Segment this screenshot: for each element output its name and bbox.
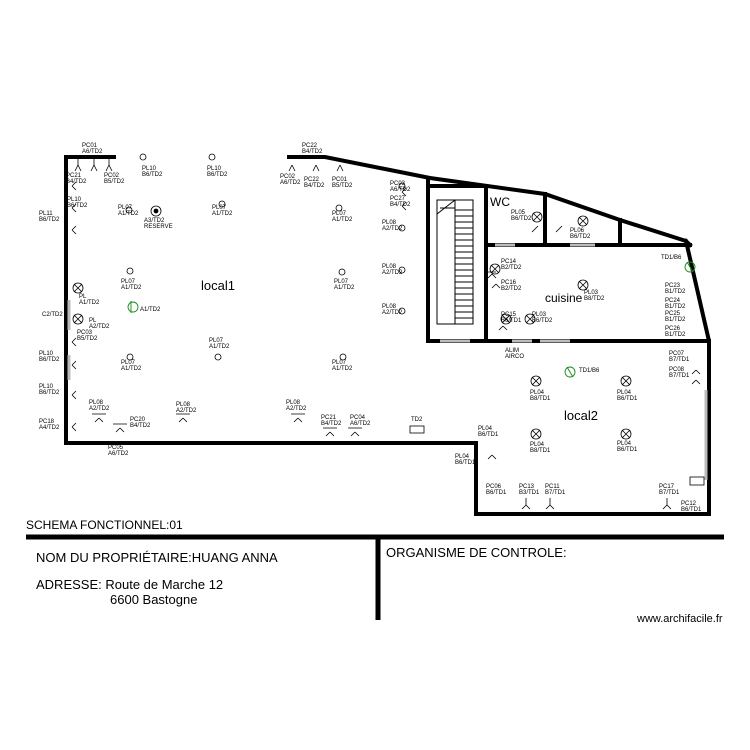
electrical-symbols — [71, 153, 705, 510]
lamp-icon — [72, 205, 632, 440]
room-local1: local1 — [201, 278, 235, 293]
control-organism: ORGANISME DE CONTROLE: — [386, 545, 567, 560]
socket-icon — [71, 158, 701, 510]
circuit-label: A1/TD2 — [140, 307, 161, 313]
address-line-1: ADRESSE: Route de Marche 12 — [36, 577, 224, 592]
owner-name: NOM DU PROPRIÉTAIRE:HUANG ANNA — [36, 550, 278, 565]
address-line-2: 6600 Bastogne — [110, 592, 198, 607]
circuit-label: C2/TD2 — [42, 312, 63, 318]
circuit-label: TD1/B6 — [579, 368, 600, 374]
circuit-label: TD1/B6 — [661, 255, 682, 261]
room-cuisine: cuisine — [545, 291, 583, 305]
room-local2: local2 — [564, 408, 598, 423]
title-block-lines — [26, 534, 724, 620]
room-wc: WC — [490, 195, 510, 209]
website-link[interactable]: www.archifacile.fr — [637, 613, 723, 625]
panel-icon — [409, 225, 705, 486]
light-point-icon — [125, 153, 406, 361]
walls — [64, 155, 711, 516]
circuit-label: TD2 — [411, 417, 423, 423]
openings — [67, 243, 708, 480]
switch-icon — [127, 261, 696, 378]
schema-title: SCHEMA FONCTIONNEL:01 — [26, 518, 183, 532]
staircase — [436, 199, 474, 325]
